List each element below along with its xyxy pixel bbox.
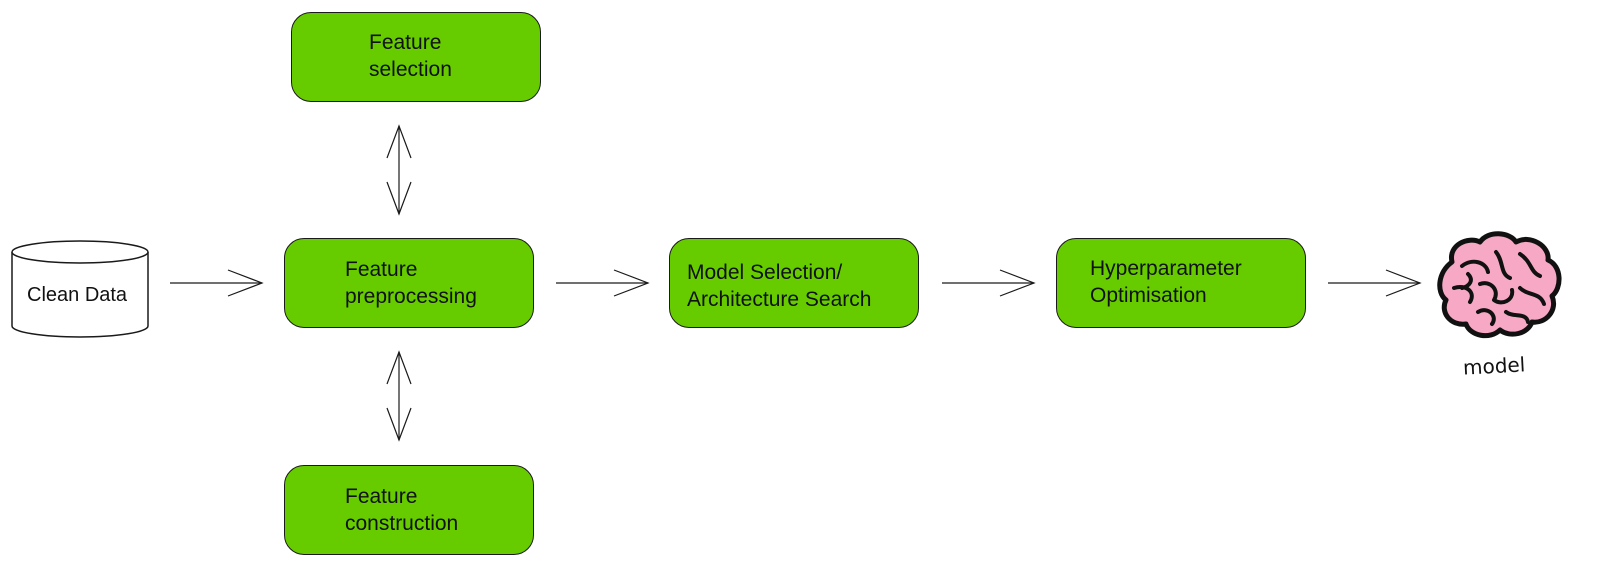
clean-data-cylinder (11, 240, 149, 338)
feature-construction-line2: construction (345, 512, 459, 535)
model-label: model (1462, 352, 1526, 380)
hyperparameter-line1: Hyperparameter (1090, 257, 1242, 280)
feature-selection-box: Feature selection (291, 12, 541, 102)
hyperparameter-optimisation-box: Hyperparameter Optimisation (1056, 238, 1306, 328)
feature-construction-box: Feature construction (284, 465, 534, 555)
feature-selection-line1: Feature (369, 31, 442, 54)
feature-preprocessing-line1: Feature (345, 258, 418, 281)
model-selection-line2: Architecture Search (687, 288, 872, 311)
arrow-selection-preprocessing (386, 124, 412, 216)
arrow-cleandata-to-preprocessing (170, 269, 264, 297)
feature-selection-line2: selection (369, 58, 452, 81)
model-selection-line1: Model Selection/ (687, 261, 843, 284)
model-selection-box: Model Selection/ Architecture Search (669, 238, 919, 328)
arrow-preprocessing-construction (386, 350, 412, 442)
hyperparameter-line2: Optimisation (1090, 284, 1207, 307)
arrow-hyperparameter-to-model-output (1328, 269, 1422, 297)
feature-preprocessing-box: Feature preprocessing (284, 238, 534, 328)
feature-preprocessing-line2: preprocessing (345, 285, 477, 308)
feature-construction-line1: Feature (345, 485, 418, 508)
arrow-model-to-hyperparameter (942, 269, 1036, 297)
clean-data-label: Clean Data (27, 284, 128, 306)
arrow-preprocessing-to-model (556, 269, 650, 297)
brain-icon (1437, 231, 1562, 339)
